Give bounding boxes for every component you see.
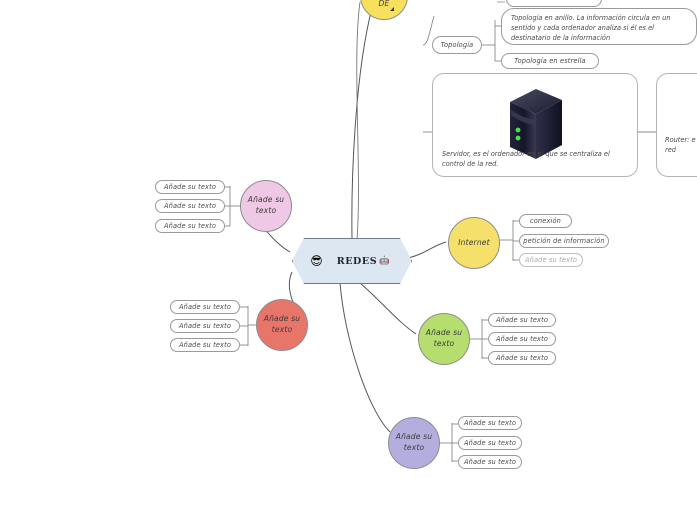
internet-child-placeholder-text: Añade su texto [524, 256, 578, 264]
red-child-3[interactable]: Añade su texto [170, 338, 240, 352]
branch-node-purple[interactable]: Añade su texto [388, 417, 440, 469]
router-panel[interactable]: Router: e red [656, 73, 697, 177]
branch-node-red[interactable]: Añade su texto [256, 299, 308, 351]
branch-node-green[interactable]: Añade su texto [418, 313, 470, 365]
router-caption-line1: Router: e [665, 136, 696, 145]
internet-child-conexion-text: conexión [529, 217, 562, 225]
internet-child-peticion-text: petición de información [523, 237, 605, 245]
pink-child-3[interactable]: Añade su texto [155, 219, 225, 233]
server-tower-icon [510, 89, 562, 159]
purple-child-1-text: Añade su texto [463, 419, 517, 427]
purple-child-3[interactable]: Añade su texto [458, 455, 522, 469]
topologia-child-anillo-text: Topología en anillo. La información circ… [511, 14, 671, 43]
purple-child-2-text: Añade su texto [463, 439, 517, 447]
green-child-1-text: Añade su texto [495, 316, 549, 324]
green-child-2-text: Añade su texto [495, 335, 549, 343]
pink-child-2-text: Añade su texto [163, 202, 217, 210]
red-child-3-text: Añade su texto [178, 341, 232, 349]
purple-child-1[interactable]: Añade su texto [458, 416, 522, 430]
branch-label-internet: Internet [458, 237, 490, 247]
branch-label-purple: Añade su texto [395, 432, 433, 452]
branch-label-de: DE [378, 0, 390, 8]
green-child-1[interactable]: Añade su texto [488, 313, 556, 327]
branch-label-green: Añade su texto [425, 328, 463, 348]
server-panel-caption: Servidor, es el ordenador en el que se c… [442, 150, 610, 169]
router-caption-line2: red [665, 146, 676, 155]
purple-child-3-text: Añade su texto [463, 458, 517, 466]
cool-face-emoji: 😎 [310, 254, 323, 268]
red-child-1[interactable]: Añade su texto [170, 300, 240, 314]
branch-node-topologia[interactable]: Topología [432, 36, 482, 54]
pink-child-3-text: Añade su texto [163, 222, 217, 230]
branch-node-pink[interactable]: Añade su texto [240, 180, 292, 232]
robot-emoji: 🤖 [379, 255, 390, 266]
branch-label-red: Añade su texto [263, 314, 301, 334]
internet-child-conexion[interactable]: conexión [519, 214, 572, 228]
internet-child-placeholder[interactable]: Añade su texto [519, 253, 583, 267]
red-child-2-text: Añade su texto [178, 322, 232, 330]
pink-child-1[interactable]: Añade su texto [155, 180, 225, 194]
branch-node-internet[interactable]: Internet [448, 217, 500, 269]
pink-child-2[interactable]: Añade su texto [155, 199, 225, 213]
topologia-child-estrella[interactable]: Topología en estrella [501, 53, 599, 69]
internet-child-peticion[interactable]: petición de información [519, 234, 609, 248]
green-child-3-text: Añade su texto [495, 354, 549, 362]
central-node-redes[interactable]: 😎 REDES 🤖 [292, 238, 412, 284]
branch-node-de[interactable]: DE [360, 0, 408, 20]
collapse-marker-icon[interactable] [390, 7, 394, 11]
purple-child-2[interactable]: Añade su texto [458, 436, 522, 450]
topologia-child-estrella-text: Topología en estrella [514, 57, 586, 65]
branch-label-topologia: Topología [440, 41, 474, 49]
central-node-title: REDES [336, 255, 378, 267]
branch-label-pink-1: Añade su texto [247, 195, 285, 215]
pink-child-1-text: Añade su texto [163, 183, 217, 191]
red-child-2[interactable]: Añade su texto [170, 319, 240, 333]
cutoff-top-pill[interactable] [506, 0, 602, 7]
server-panel[interactable]: Servidor, es el ordenador en el que se c… [432, 73, 638, 177]
red-child-1-text: Añade su texto [178, 303, 232, 311]
topologia-child-anillo[interactable]: Topología en anillo. La información circ… [501, 8, 697, 45]
green-child-3[interactable]: Añade su texto [488, 351, 556, 365]
green-child-2[interactable]: Añade su texto [488, 332, 556, 346]
